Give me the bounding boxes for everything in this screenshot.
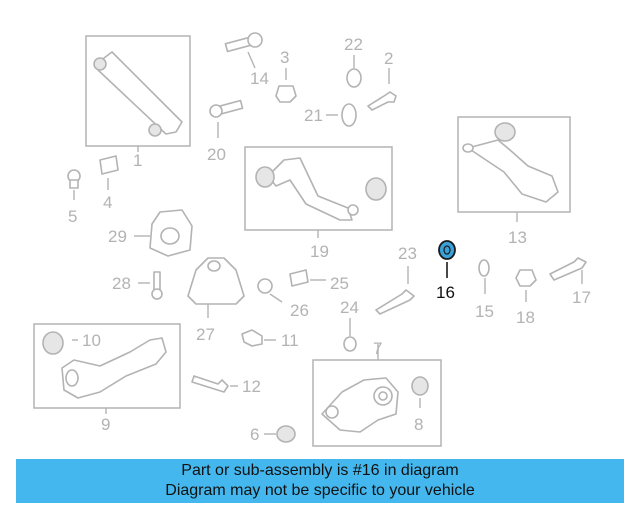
part-3-nut[interactable]: 3	[275, 48, 297, 103]
callout-13: 13	[508, 228, 527, 247]
part-18-nut[interactable]: 18	[515, 269, 537, 327]
parts-diagram: 1 14 3 22 2 21 20	[33, 32, 591, 447]
callout-18: 18	[516, 308, 535, 327]
callout-24: 24	[340, 298, 359, 317]
callout-2: 2	[384, 49, 393, 68]
part-12-bolt[interactable]: 12	[191, 375, 261, 396]
callout-20: 20	[207, 145, 226, 164]
callout-16: 16	[436, 283, 455, 302]
part-21-washer[interactable]: 21	[304, 103, 357, 127]
callout-12: 12	[242, 377, 261, 396]
part-20-bolt[interactable]: 20	[207, 99, 244, 164]
callout-28: 28	[112, 274, 131, 293]
part-2-bolt[interactable]: 2	[367, 49, 397, 111]
callout-29: 29	[108, 227, 127, 246]
banner-line-2: Diagram may not be specific to your vehi…	[165, 482, 475, 499]
part-5-bolt[interactable]: 5	[67, 169, 81, 226]
part-9-lower-control-arm[interactable]: 9 10	[33, 323, 181, 434]
callout-6: 6	[250, 425, 259, 444]
callout-21: 21	[304, 106, 323, 125]
part-27-bracket[interactable]: 27	[187, 257, 245, 344]
banner-line-1: Part or sub-assembly is #16 in diagram	[181, 462, 459, 479]
part-17-bolt[interactable]: 17	[549, 257, 591, 307]
part-13-lower-arm[interactable]: 13	[457, 116, 571, 247]
callout-10: 10	[82, 331, 101, 350]
part-7-knuckle[interactable]: 7 8	[312, 339, 442, 447]
callout-14: 14	[250, 69, 269, 88]
part-19-upper-arm[interactable]: 19	[244, 146, 393, 261]
part-1-trailing-link[interactable]: 1	[85, 35, 191, 170]
callout-9: 9	[101, 415, 110, 434]
callout-3: 3	[280, 48, 289, 67]
callout-27: 27	[196, 325, 215, 344]
callout-15: 15	[475, 302, 494, 321]
callout-5: 5	[68, 207, 77, 226]
callout-17: 17	[572, 288, 591, 307]
callout-19: 19	[310, 242, 329, 261]
part-26-nut[interactable]: 26	[257, 278, 309, 320]
part-15-washer[interactable]: 15	[475, 259, 494, 321]
part-28-bolt[interactable]: 28	[112, 271, 163, 300]
callout-7: 7	[373, 339, 382, 358]
part-22-bushing[interactable]: 22	[344, 35, 363, 88]
callout-26: 26	[290, 301, 309, 320]
part-11-bolt[interactable]: 11	[241, 329, 299, 350]
callout-11: 11	[281, 331, 299, 350]
callout-23: 23	[398, 244, 417, 263]
part-4-bracket[interactable]: 4	[99, 155, 119, 212]
part-29-mount[interactable]: 29	[108, 209, 193, 257]
part-24-washer[interactable]: 24	[340, 298, 359, 352]
info-banner: Part or sub-assembly is #16 in diagram D…	[16, 459, 624, 503]
part-6-bushing[interactable]: 6	[250, 425, 296, 444]
part-25-plate[interactable]: 25	[289, 269, 349, 293]
callout-1: 1	[133, 151, 142, 170]
callout-4: 4	[103, 193, 112, 212]
callout-8: 8	[414, 415, 423, 434]
callout-22: 22	[344, 35, 363, 54]
callout-25: 25	[330, 274, 349, 293]
part-16-bushing[interactable]: 16	[436, 240, 456, 302]
part-14-bolt[interactable]: 14	[224, 32, 269, 88]
part-23-bolt[interactable]: 23	[375, 244, 417, 315]
